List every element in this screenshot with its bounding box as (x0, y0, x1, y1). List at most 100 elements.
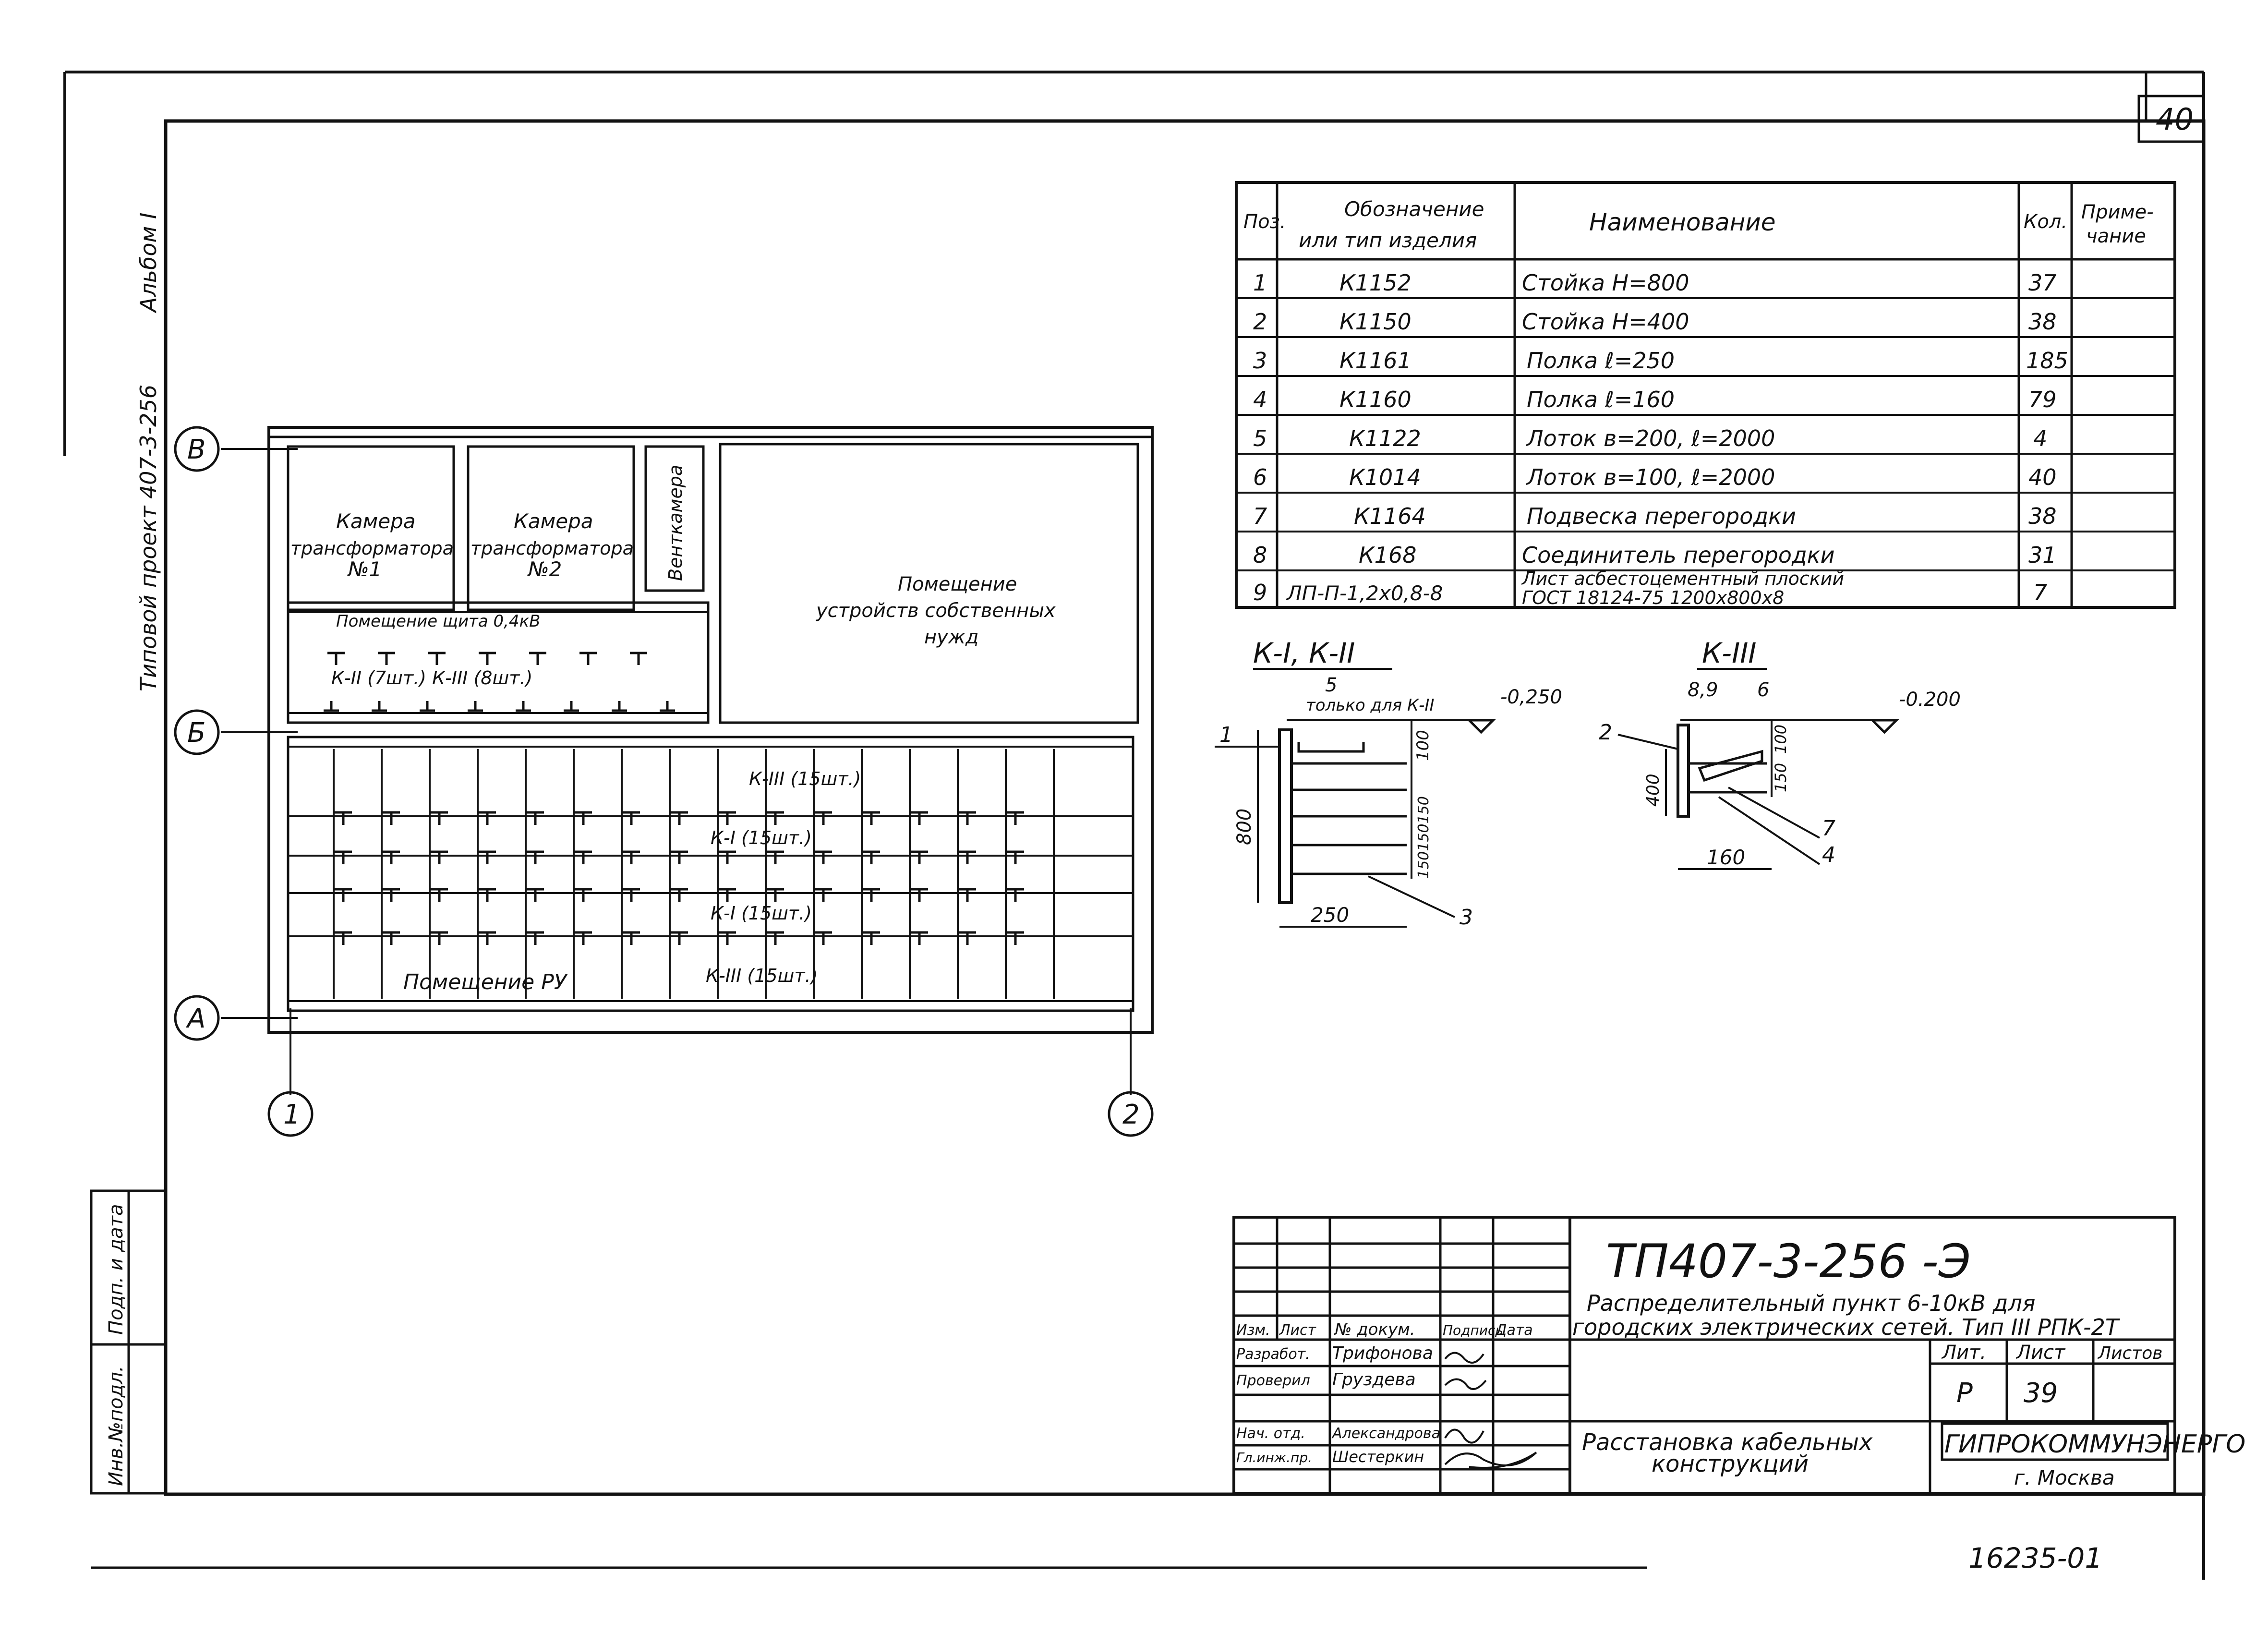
room-camera-1-line2: трансформатора (290, 538, 454, 559)
table-row-7-qty: 38 (2028, 503, 2057, 529)
spec-table (1235, 181, 2176, 609)
room-vent: Венткамера (665, 465, 686, 581)
side-label-project: Типовой проект 407-3-256 (135, 385, 161, 691)
table-row-6-qty: 40 (2028, 464, 2057, 490)
room-camera-1-line3: №1 (347, 557, 382, 581)
spec-header-pos: Поз. (1243, 211, 1286, 233)
col-doc: № докум. (1334, 1320, 1415, 1339)
left-stamp (90, 1189, 167, 1495)
detail-k3-title: К-III (1702, 637, 1756, 669)
role-chief-engineer: Гл.инж.пр. (1236, 1450, 1312, 1465)
name-checked: Груздева (1332, 1370, 1416, 1390)
table-row-4-qty: 79 (2028, 387, 2057, 412)
room-aux-line3: нужд (924, 626, 979, 648)
detail-k1-note-only: только для К-II (1306, 696, 1434, 715)
name-chief-engineer: Шестеркин (1332, 1448, 1424, 1466)
room-camera-2-line1: Камера (514, 509, 593, 533)
project-code: ТП407-3-256 -Э (1606, 1234, 1971, 1288)
detail-k1-k2 (1215, 668, 1496, 928)
table-row-5-qty: 4 (2033, 425, 2047, 451)
sheet-label: Лист (2015, 1342, 2066, 1364)
detail-k3-level: -0.200 (1899, 689, 1961, 711)
detail-k3-callout-6: 6 (1757, 679, 1769, 701)
detail-k1-dim-250: 250 (1311, 903, 1349, 927)
label-row-1: К-III (15шт.) (749, 768, 861, 789)
detail-k3 (1617, 668, 1900, 870)
table-row-9-designation: ЛП-П-1,2х0,8-8 (1286, 581, 1443, 605)
spec-header-designation: Обозначение (1344, 197, 1484, 221)
spec-header-qty: Кол. (2024, 211, 2067, 233)
table-row-2-designation: К1150 (1339, 309, 1411, 335)
stamp-sign-date: Подп. и дата (105, 1204, 127, 1335)
table-row-6-designation: К1014 (1349, 464, 1421, 490)
table-row-1-name: Стойка Н=800 (1522, 270, 1689, 296)
axis-label-1: 1 (283, 1099, 301, 1130)
detail-k1-title: К-I, К-II (1253, 637, 1355, 669)
table-row-1-designation: К1152 (1339, 270, 1411, 296)
page-number: 40 (2156, 102, 2194, 137)
axis-label-a: А (186, 1003, 205, 1034)
detail-k1-callout-1: 1 (1219, 723, 1233, 747)
table-row-7-designation: К1164 (1354, 503, 1426, 529)
label-row-2: К-I (15шт.) (711, 827, 812, 848)
lit-label: Лит. (1941, 1342, 1986, 1364)
spec-rows: 1 К1152 Стойка Н=800 37 2 К1150 Стойка Н… (1253, 270, 2068, 608)
table-row-5-designation: К1122 (1349, 425, 1421, 451)
axis-label-b: Б (187, 717, 205, 749)
table-row-4-name: Полка ℓ=160 (1527, 387, 1675, 412)
drawing-name-line1: Расстановка кабельных (1582, 1429, 1873, 1456)
detail-k1-dim-800: 800 (1233, 809, 1255, 845)
drawing-name-line2: конструкций (1652, 1451, 1809, 1477)
table-row-6-name: Лоток в=100, ℓ=2000 (1526, 464, 1775, 490)
col-date: Дата (1495, 1322, 1533, 1339)
detail-k3-callout-4: 4 (1822, 843, 1835, 867)
room-shield: Помещение щита 0,4кВ (336, 612, 540, 631)
table-row-3-designation: К1161 (1339, 348, 1411, 374)
title-block (1232, 1216, 2176, 1495)
spec-header-note-2: чание (2086, 225, 2146, 247)
table-row-1-qty: 37 (2028, 270, 2057, 296)
bottom-code: 16235-01 (1968, 1542, 2102, 1574)
detail-k1-callout-3: 3 (1460, 905, 1473, 930)
table-row-9-qty: 7 (2033, 580, 2047, 605)
axis-label-v: В (187, 434, 205, 465)
role-checked: Проверил (1236, 1372, 1310, 1389)
detail-k3-callout-2: 2 (1599, 720, 1612, 745)
table-row-2-qty: 38 (2028, 309, 2057, 335)
signatures (1444, 1352, 1537, 1469)
spec-header-designation-2: или тип изделия (1299, 229, 1477, 252)
role-developed: Разработ. (1236, 1346, 1310, 1363)
sheets-label: Листов (2097, 1343, 2162, 1363)
table-row-9-name-1: Лист асбестоцементный плоский (1521, 568, 1844, 589)
project-desc-line1: Распределительный пункт 6-10кВ для (1587, 1290, 2036, 1316)
table-row-6-pos: 6 (1253, 464, 1267, 490)
table-row-7-pos: 7 (1253, 503, 1267, 529)
spec-header-note: Приме- (2081, 201, 2154, 223)
table-row-1-pos: 1 (1253, 270, 1267, 296)
room-ru: Помещение РУ (403, 970, 568, 994)
table-row-2-pos: 2 (1253, 309, 1267, 335)
table-row-5-pos: 5 (1253, 425, 1267, 451)
detail-k1-dim-150: 150150150 (1415, 796, 1432, 879)
lit-value: Р (1956, 1378, 1973, 1409)
label-row-4: К-III (15шт.) (706, 965, 818, 986)
label-row-3: К-I (15шт.) (711, 903, 812, 924)
sheet-frame (63, 71, 2206, 1580)
col-izm: Изм. (1236, 1322, 1270, 1339)
role-head-dept: Нач. отд. (1236, 1425, 1305, 1442)
col-sign: Подпись (1443, 1322, 1503, 1338)
detail-k3-dim-150: 150 (1772, 763, 1790, 792)
table-row-8-pos: 8 (1253, 542, 1267, 568)
project-desc-line2: городских электрических сетей. Тип III Р… (1572, 1314, 2121, 1340)
table-row-2-name: Стойка Н=400 (1522, 309, 1689, 335)
room-aux-line1: Помещение (898, 573, 1017, 595)
room-camera-1-line1: Камера (336, 509, 415, 533)
org-city: г. Москва (2014, 1466, 2115, 1489)
stamp-inv: Инв.№подл. (105, 1366, 127, 1486)
room-aux-line2: устройств собственных (816, 600, 1056, 622)
name-head-dept: Александрова (1331, 1425, 1440, 1442)
table-row-3-pos: 3 (1253, 348, 1267, 374)
table-row-9-name-2: ГОСТ 18124-75 1200х800х8 (1522, 587, 1784, 608)
spec-header-name: Наименование (1589, 208, 1776, 236)
